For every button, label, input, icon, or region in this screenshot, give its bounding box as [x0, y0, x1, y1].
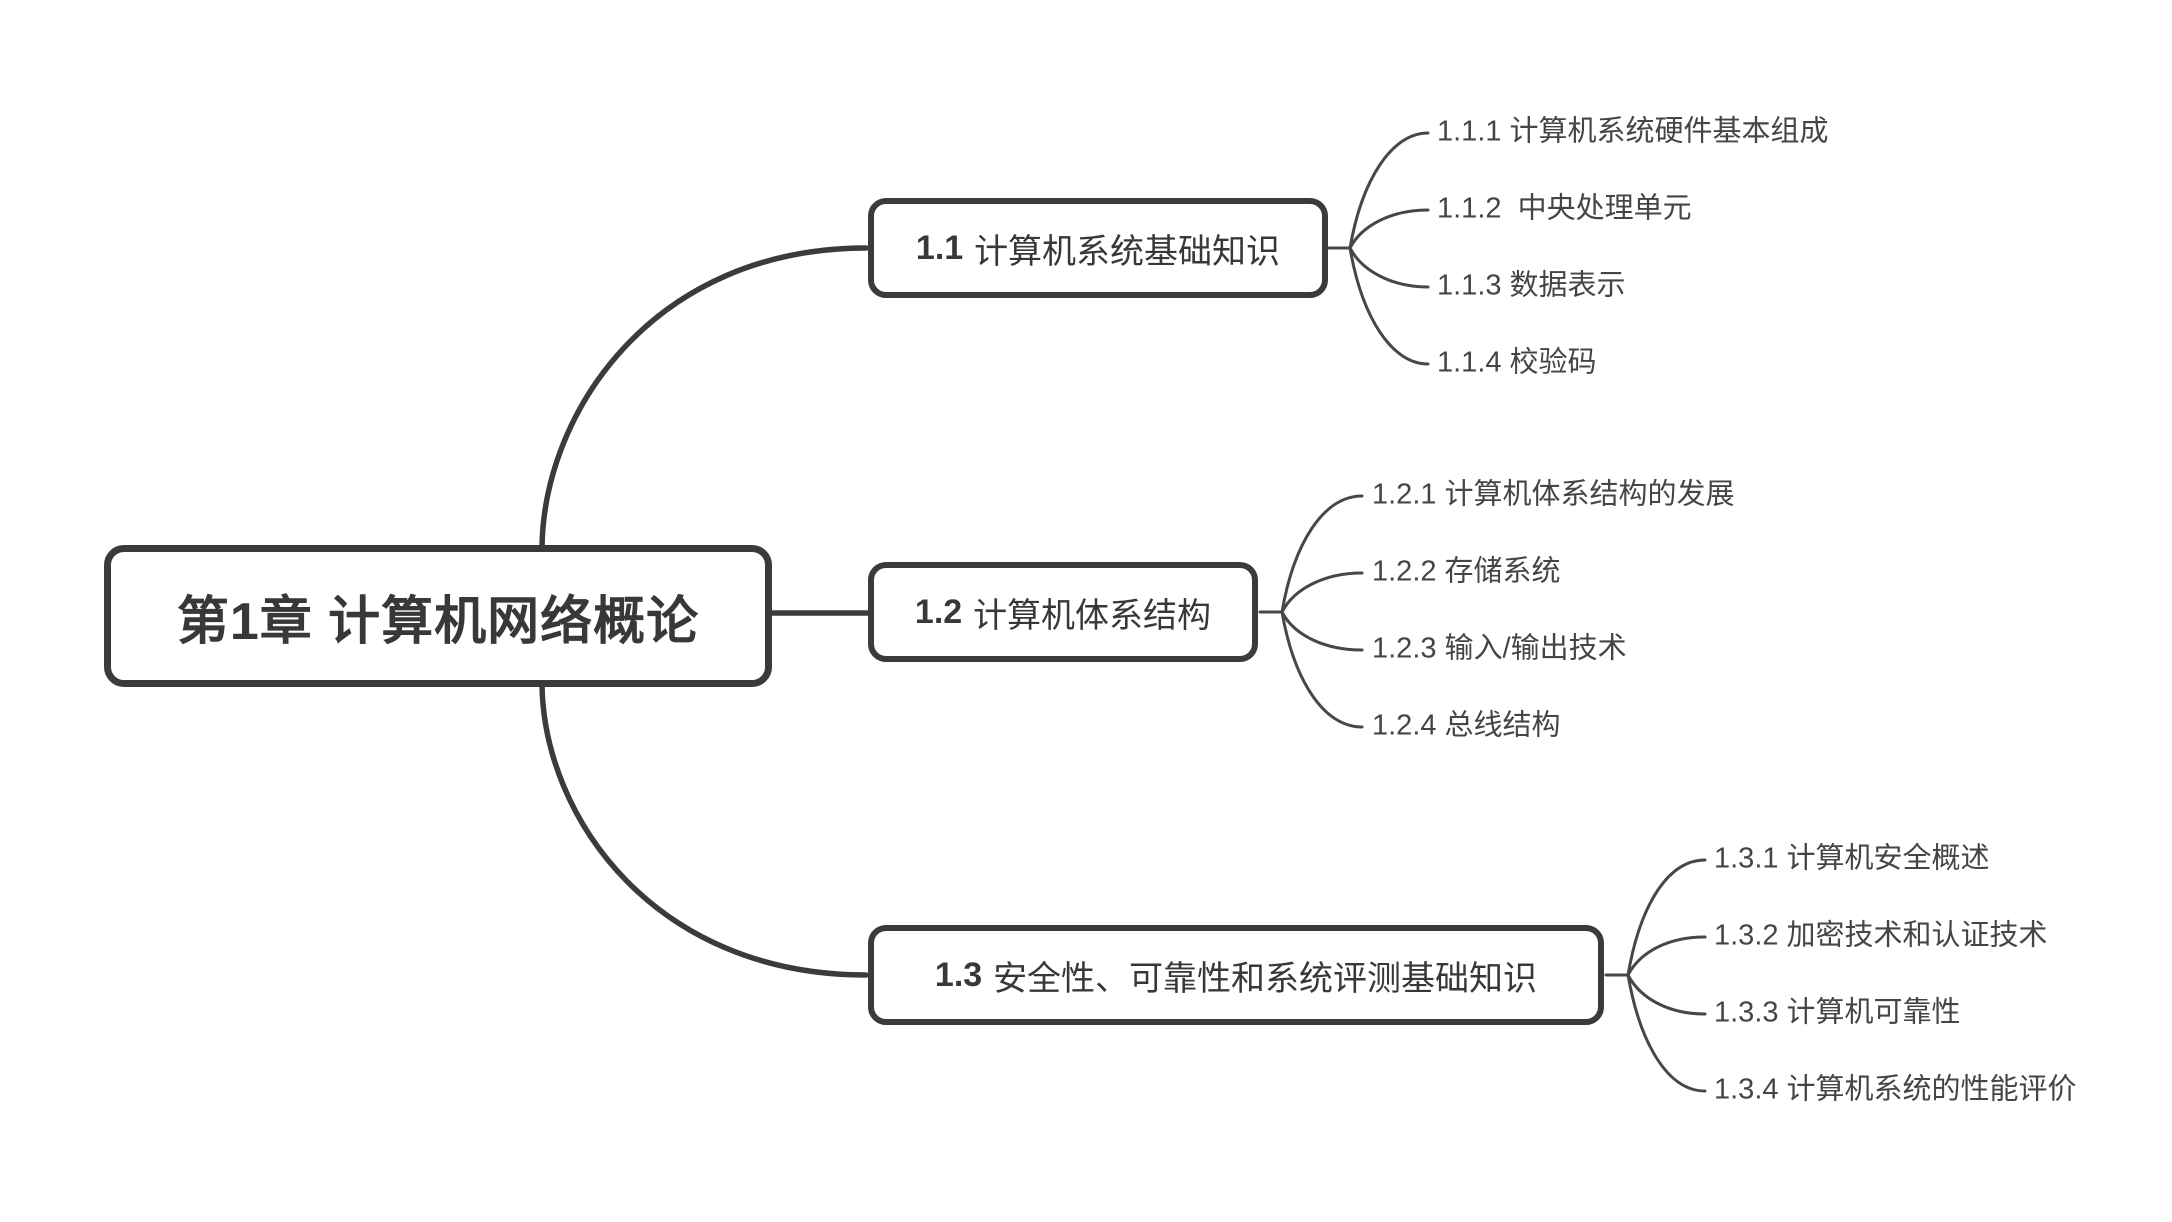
- branch-1-1-title: 计算机系统基础知识: [974, 232, 1281, 271]
- branch-node-1-3[interactable]: 1.3 安全性、可靠性和系统评测基础知识: [868, 925, 1604, 1025]
- connector-root-to-branch-1-3: [539, 682, 869, 978]
- branch-1-2-number: 1.2: [914, 592, 963, 631]
- connector-root-to-branch-1-1: [539, 245, 869, 550]
- connector-1-3-4: [1626, 973, 1707, 1093]
- child-topic-1-2-4[interactable]: 1.2.4 总线结构: [1372, 709, 1561, 742]
- child-topic-1-1-3[interactable]: 1.1.3 数据表示: [1437, 269, 1626, 302]
- connector-1-1-4: [1348, 246, 1430, 366]
- connector-1-2-3: [1280, 610, 1364, 652]
- root-node[interactable]: 第1章 计算机网络概论: [104, 545, 772, 687]
- child-topic-1-3-4[interactable]: 1.3.4 计算机系统的性能评价: [1714, 1073, 2077, 1106]
- child-topic-1-1-4[interactable]: 1.1.4 校验码: [1437, 346, 1597, 379]
- connector-1-2-2: [1280, 571, 1364, 614]
- child-topic-1-2-3[interactable]: 1.2.3 输入/输出技术: [1372, 632, 1627, 665]
- branch-1-3-title: 安全性、可靠性和系统评测基础知识: [993, 959, 1538, 998]
- child-topic-1-1-2[interactable]: 1.1.2 中央处理单元: [1437, 192, 1692, 225]
- child-topic-1-3-3[interactable]: 1.3.3 计算机可靠性: [1714, 996, 1961, 1029]
- root-node-label: 第1章 计算机网络概论: [176, 592, 700, 651]
- child-topic-1-2-2[interactable]: 1.2.2 存储系统: [1372, 555, 1561, 588]
- child-topic-1-1-1[interactable]: 1.1.1 计算机系统硬件基本组成: [1437, 115, 1829, 148]
- connector-1-3-1: [1626, 858, 1707, 977]
- branch-1-1-number: 1.1: [915, 228, 964, 267]
- connector-1-1-3: [1348, 246, 1430, 289]
- connector-1-2-4: [1280, 610, 1364, 729]
- child-topic-1-2-1[interactable]: 1.2.1 计算机体系结构的发展: [1372, 478, 1735, 511]
- branch-1-2-title: 计算机体系结构: [973, 596, 1212, 635]
- branch-node-1-1[interactable]: 1.1 计算机系统基础知识: [868, 198, 1328, 298]
- branch-node-1-2[interactable]: 1.2 计算机体系结构: [868, 562, 1258, 662]
- connector-1-1-1: [1348, 131, 1430, 250]
- child-topic-1-3-2[interactable]: 1.3.2 加密技术和认证技术: [1714, 919, 2048, 952]
- connector-1-2-1: [1280, 494, 1364, 614]
- connector-1-3-3: [1626, 973, 1707, 1016]
- branch-1-3-number: 1.3: [934, 955, 983, 994]
- connector-1-3-2: [1626, 935, 1707, 977]
- connector-1-1-2: [1348, 208, 1430, 250]
- child-topic-1-3-1[interactable]: 1.3.1 计算机安全概述: [1714, 842, 1990, 875]
